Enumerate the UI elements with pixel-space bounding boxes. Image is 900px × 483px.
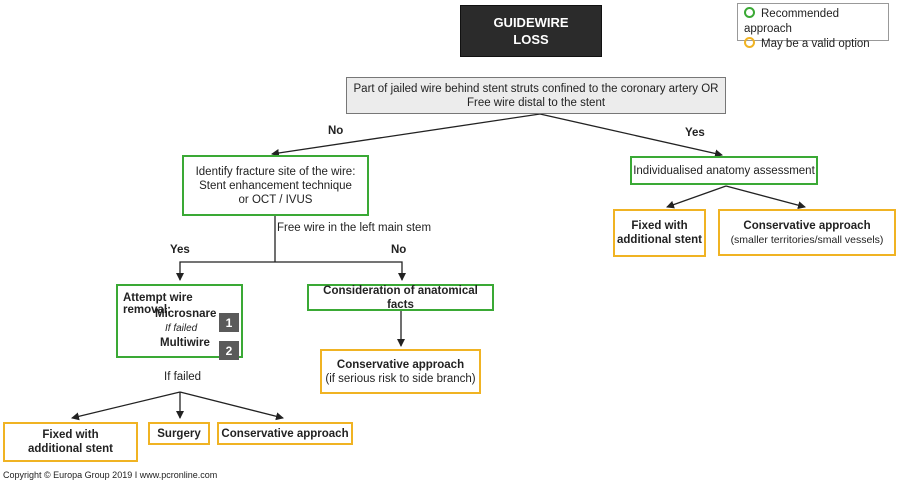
title-line-2: LOSS [513, 32, 549, 47]
step-badge-1: 1 [219, 313, 239, 332]
green-circle-icon [744, 7, 755, 18]
attempt-removal-box: Attempt wire removal: Microsnare If fail… [116, 284, 243, 360]
arrow-no [271, 113, 541, 157]
arrow-left-no [275, 261, 406, 281]
branch-yes-label: Yes [685, 127, 705, 139]
conservative-side-branch-box: Conservative approach (if serious risk t… [320, 349, 481, 394]
arrow-yes [539, 113, 723, 158]
legend-item-recommended: Recommended approach [744, 7, 839, 35]
conservative-box-left: Conservative approach [217, 422, 353, 445]
fixed-stent-box-right: Fixed with additional stent [613, 209, 706, 257]
anatomy-assessment-box: Individualised anatomy assessment [630, 156, 818, 185]
conservative-box-right: Conservative approach (smaller territori… [718, 209, 896, 256]
title-line-1: GUIDEWIRE [493, 15, 569, 30]
left-no-label: No [391, 244, 407, 256]
surgery-box: Surgery [148, 422, 210, 445]
fixed-stent-box-left: Fixed with additional stent [3, 422, 138, 462]
copyright: Copyright © Europa Group 2019 I www.pcro… [3, 470, 218, 480]
orange-circle-icon [744, 37, 755, 48]
step-badge-2: 2 [219, 341, 239, 360]
if-failed-label: If failed [164, 371, 202, 383]
arrow-right-conservative [725, 185, 806, 210]
arrow-left-yes [176, 261, 275, 281]
identify-fracture-box: Identify fracture site of the wire: Sten… [182, 155, 369, 216]
arrow-conservative [179, 391, 284, 421]
legend-item-valid-option: May be a valid option [744, 37, 888, 52]
arrow-fixed [71, 391, 181, 421]
sub-question-label: Free wire in the left main stem [277, 222, 432, 234]
consideration-box: Consideration of anatomical facts [307, 284, 494, 311]
branch-no-label: No [328, 125, 344, 137]
arrow-right-fixed [666, 185, 727, 209]
left-yes-label: Yes [170, 244, 190, 256]
question-box: Part of jailed wire behind stent struts … [346, 77, 726, 114]
title-box: GUIDEWIRE LOSS [460, 5, 602, 57]
legend: Recommended approach May be a valid opti… [737, 3, 889, 50]
